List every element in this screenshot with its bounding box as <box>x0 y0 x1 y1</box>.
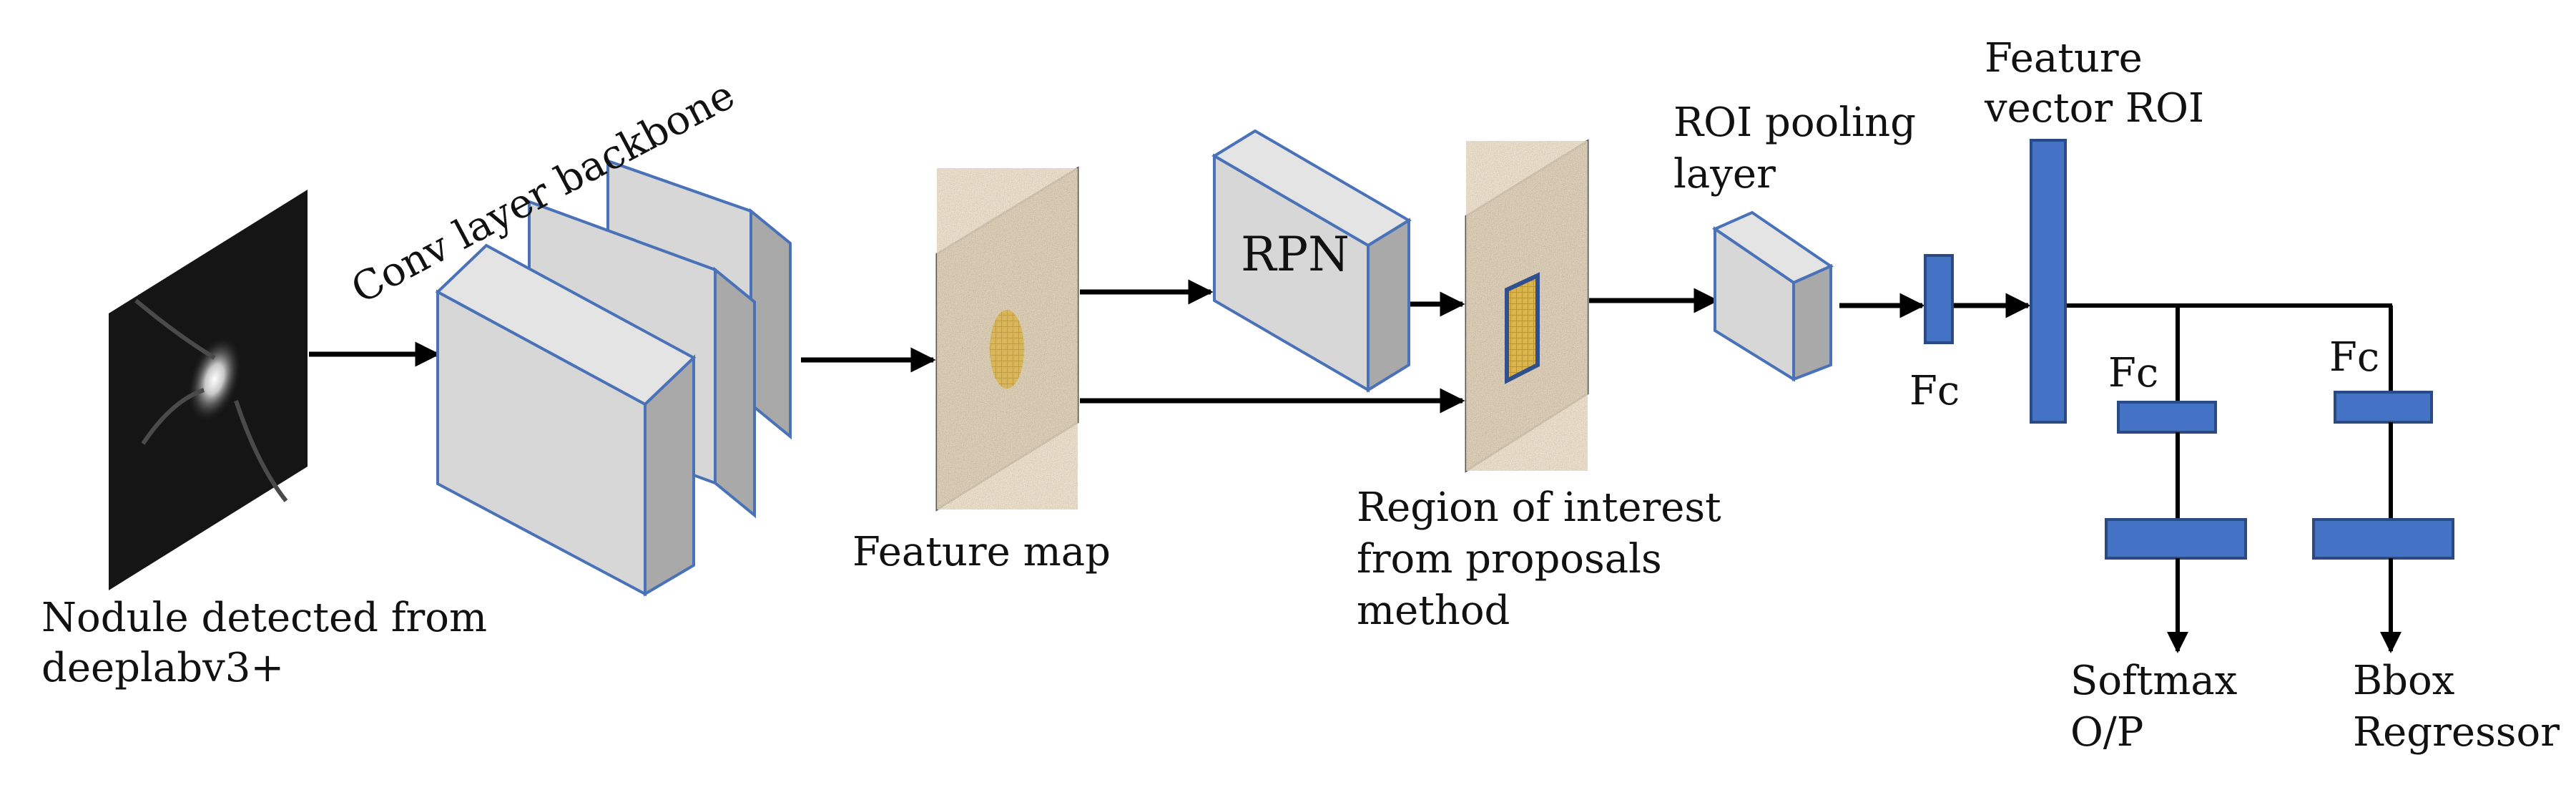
roi-pooling-block <box>1711 210 1834 382</box>
rpn-block <box>1211 129 1412 393</box>
input-label-line1: Nodule detected from <box>41 595 487 641</box>
fc-main-label: Fc <box>1909 368 1960 414</box>
roi-region-label-line3: method <box>1357 587 1510 634</box>
fc-left-block <box>2117 401 2217 434</box>
fc-main-block <box>1924 254 1954 344</box>
roi-pooling-label-line2: layer <box>1673 151 1776 198</box>
bbox-label-line2: Regressor <box>2353 709 2560 756</box>
roi-region-label-line1: Region of interest <box>1357 484 1721 531</box>
backbone-block-1 <box>435 243 697 597</box>
fc-right-label: Fc <box>2329 334 2379 381</box>
feature-map <box>935 166 1079 512</box>
fc-right-block <box>2334 391 2433 424</box>
feature-vector-block <box>2030 139 2067 424</box>
feature-vector-label-line1: Feature <box>1985 35 2143 82</box>
fc-left-label: Fc <box>2108 350 2158 396</box>
roi-region-map <box>1465 139 1589 473</box>
softmax-label-line1: Softmax <box>2070 658 2237 704</box>
input-label-line2: deeplabv3+ <box>41 645 284 691</box>
roi-pooling-label-line1: ROI pooling <box>1673 99 1916 146</box>
feature-map-label: Feature map <box>852 529 1111 575</box>
bbox-fc-block <box>2312 518 2454 560</box>
softmax-label-line2: O/P <box>2070 709 2143 756</box>
bbox-label-line1: Bbox <box>2353 658 2454 704</box>
feature-vector-label-line2: vector ROI <box>1984 85 2204 132</box>
roi-region-label-line2: from proposals <box>1357 536 1662 582</box>
input-nodule-image <box>109 190 308 590</box>
softmax-fc-block <box>2105 518 2247 560</box>
rpn-label: RPN <box>1241 227 1350 282</box>
